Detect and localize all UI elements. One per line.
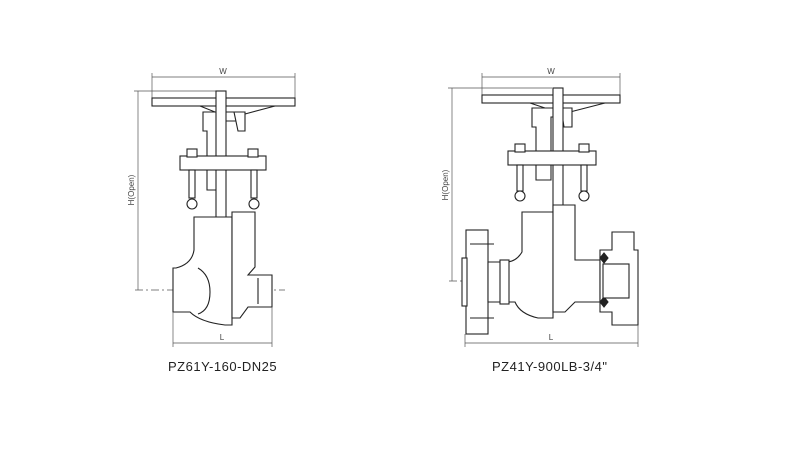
model-caption-right: PZ41Y-900LB-3/4" <box>492 359 608 374</box>
model-caption-left: PZ61Y-160-DN25 <box>168 359 278 374</box>
bonnet-flange <box>179 155 267 171</box>
dimension-w: W <box>151 67 296 100</box>
dimension-w-label: W <box>219 67 227 76</box>
dimension-l: L <box>464 325 639 347</box>
dimension-h: H(Open) <box>441 87 552 281</box>
valve-body <box>487 211 554 319</box>
dimension-h-label: H(Open) <box>127 174 136 205</box>
valve-drawing-pz61y: W H(Open) <box>127 67 296 347</box>
dimension-l-label: L <box>549 333 554 342</box>
dimension-h-label: H(Open) <box>441 169 450 200</box>
bonnet-flange <box>507 150 597 166</box>
valve-drawing-pz41y: W H(Open) <box>441 67 640 347</box>
handwheel <box>481 94 621 104</box>
dimension-h: H(Open) <box>127 90 225 290</box>
dimension-w-label: W <box>547 67 555 76</box>
dimension-l-label: L <box>220 333 225 342</box>
dimension-l: L <box>172 307 273 347</box>
